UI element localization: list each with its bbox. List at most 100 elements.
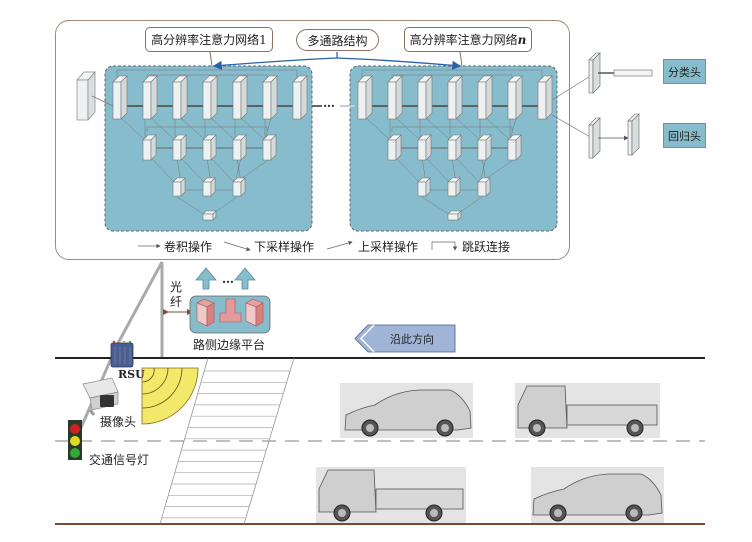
skip-edge (146, 126, 268, 132)
network-edge (176, 196, 206, 216)
network-frame (55, 20, 570, 260)
feature-map-block (172, 177, 186, 197)
vehicle-truck (515, 383, 660, 438)
feature-map-block (232, 75, 248, 120)
callout-multi-path-label: 多通路结构 (307, 33, 368, 48)
camera-icon (82, 377, 119, 416)
feature-map-block (172, 75, 188, 120)
camera-label: 摄像头 (100, 415, 137, 429)
network-edge (395, 157, 421, 184)
feature-map-block (387, 75, 403, 120)
feature-map-block (447, 134, 462, 161)
feature-map-block (262, 75, 278, 120)
skip-edge (361, 69, 543, 80)
server-icon (245, 298, 264, 327)
callout-network-n-suffix: n (517, 32, 527, 47)
direction-label: 沿此方向 (390, 333, 434, 346)
network-edge (425, 157, 451, 184)
feature-map-block (232, 177, 246, 197)
feature-map-block (417, 75, 433, 120)
classification-head-graphic (588, 52, 653, 94)
network-edge (210, 117, 236, 141)
regression-head-label: 回归头 (663, 123, 706, 148)
legend-downsample-label: 下采样操作 (254, 240, 315, 254)
network-edge (210, 157, 236, 184)
network-edge (455, 157, 481, 184)
head-link (551, 114, 593, 139)
feature-map-block (477, 177, 491, 197)
network-edge (425, 117, 451, 141)
legend-conv-label: 卷积操作 (164, 240, 213, 254)
feature-map-block (142, 75, 158, 120)
network-edge (365, 117, 391, 141)
multi-path-arrow-right (336, 57, 462, 70)
network-edge (264, 117, 272, 141)
network-edge (180, 157, 206, 184)
feature-map-block (112, 75, 128, 120)
upsample-arrow-icon (326, 240, 353, 250)
feature-map-block (447, 210, 462, 221)
feature-map-block (507, 75, 523, 120)
input-feature-map (76, 71, 114, 121)
network-ellipsis: … (323, 96, 335, 110)
feature-map-block (387, 134, 402, 161)
downsample-arrow-icon (223, 241, 251, 251)
fiber-label-2: 纤 (170, 295, 183, 309)
sensor-wave-icon (141, 367, 199, 425)
network-edge (421, 196, 451, 216)
network-edge (240, 117, 266, 141)
network-n-graph (357, 69, 553, 221)
skip-edge (391, 74, 513, 80)
direction-chevron-icon (359, 324, 375, 353)
feature-map-block (537, 75, 553, 120)
callout-network-1-label: 高分辨率注意力网络1 (151, 33, 267, 47)
server-icon (196, 298, 215, 327)
rsu-device-icon (110, 340, 134, 368)
skip-edge (146, 74, 268, 80)
feature-map-block (357, 75, 373, 120)
feature-map-block (477, 75, 493, 120)
callout-network-1: 高分辨率注意力网络1 (145, 27, 273, 52)
feature-map-block (447, 75, 463, 120)
classification-head-label: 分类头 (663, 59, 706, 84)
network-1-graph (112, 69, 308, 221)
vehicle-truck (316, 467, 466, 523)
feature-map-block (292, 75, 308, 120)
feature-map-block (417, 177, 431, 197)
network-edge (455, 117, 481, 141)
direction-arrow (354, 324, 456, 353)
network-edge (150, 157, 176, 184)
callout-pointer-1 (209, 51, 213, 67)
edge-platform-label: 路侧边缘平台 (193, 338, 266, 352)
multi-path-arrow-left (212, 52, 338, 70)
vehicle-van (340, 383, 473, 438)
legend-skip-label: 跳跃连接 (462, 240, 511, 254)
head-link (551, 74, 593, 101)
feature-map-block (202, 210, 217, 221)
rsu-label: RSU (118, 368, 145, 381)
feature-map-block (507, 134, 522, 161)
upload-arrow-icon (234, 267, 256, 290)
traffic-light-label: 交通信号灯 (89, 453, 150, 467)
pole-diagonal (115, 261, 164, 346)
regression-head-graphic (588, 113, 640, 159)
feature-map-block (202, 75, 218, 120)
feature-map-block (202, 134, 217, 161)
network-edge (180, 117, 206, 141)
edge-ellipsis: … (222, 272, 234, 286)
fiber-label-1: 光 (170, 280, 183, 294)
feature-map-block (262, 134, 277, 161)
callout-multi-path: 多通路结构 (296, 29, 379, 51)
callout-pointer-n (459, 51, 463, 67)
feature-map-block (417, 134, 432, 161)
crosswalk (159, 357, 295, 525)
feature-map-block (447, 177, 461, 197)
vehicle-van (531, 467, 664, 523)
network-edge (395, 117, 421, 141)
skip-connection-icon (431, 241, 458, 251)
feature-map-block (202, 177, 216, 197)
skip-edge (116, 69, 298, 80)
feature-map-block (142, 134, 157, 161)
